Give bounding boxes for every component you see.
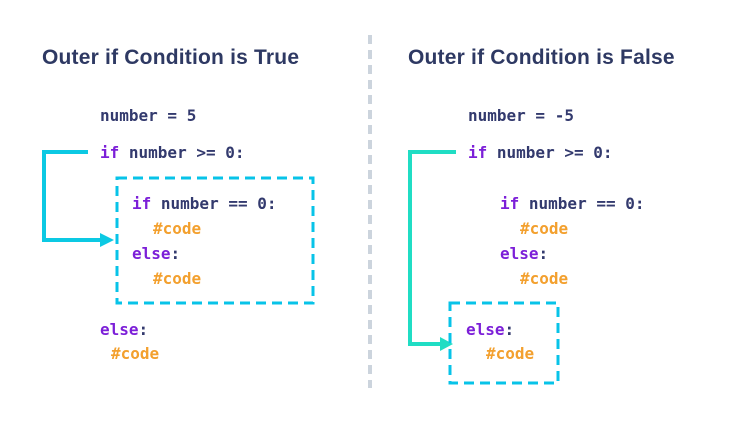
code-line: if number == 0: xyxy=(500,194,645,214)
code-line: else: xyxy=(100,320,148,340)
comment-token: #code xyxy=(153,269,202,288)
flow-arrow-left-head-icon xyxy=(100,233,114,247)
outer-else-highlight-box xyxy=(448,301,560,385)
code-line: #code xyxy=(153,219,201,239)
code-line: if number >= 0: xyxy=(100,143,245,163)
code-line: #code xyxy=(111,344,159,364)
flow-arrow-left-line xyxy=(42,150,100,242)
code-line: #code xyxy=(153,269,201,289)
flow-arrow-right-head-icon xyxy=(440,337,453,351)
keyword-token: else xyxy=(100,320,139,339)
code-token: number = 5 xyxy=(100,106,197,125)
code-line: number = -5 xyxy=(468,106,574,126)
code-token: number == 0: xyxy=(151,194,277,213)
flow-arrow-right-line xyxy=(408,150,456,346)
code-line: else: xyxy=(500,244,548,264)
comment-token: #code xyxy=(111,344,160,363)
code-line: else: xyxy=(132,244,180,264)
code-line: else: xyxy=(466,320,514,340)
code-line: #code xyxy=(520,269,568,289)
code-line: number = 5 xyxy=(100,106,196,126)
keyword-token: else xyxy=(132,244,171,263)
code-token: : xyxy=(170,244,181,263)
panel-title: Outer if Condition is True xyxy=(42,46,300,69)
code-line: if number >= 0: xyxy=(468,143,613,163)
code-token: number = -5 xyxy=(468,106,574,125)
code-token: : xyxy=(538,244,549,263)
keyword-token: if xyxy=(468,143,488,162)
code-line: if number == 0: xyxy=(132,194,277,214)
keyword-token: else xyxy=(500,244,539,263)
keyword-token: if xyxy=(100,143,120,162)
keyword-token: if xyxy=(132,194,152,213)
code-token: : xyxy=(138,320,149,339)
keyword-token: else xyxy=(466,320,505,339)
comment-token: #code xyxy=(520,219,569,238)
code-token: number >= 0: xyxy=(487,143,613,162)
code-token: number == 0: xyxy=(519,194,645,213)
panel-title: Outer if Condition is False xyxy=(408,46,675,69)
code-token: : xyxy=(504,320,515,339)
comment-token: #code xyxy=(520,269,569,288)
comment-token: #code xyxy=(153,219,202,238)
code-line: #code xyxy=(520,219,568,239)
comment-token: #code xyxy=(486,344,535,363)
code-line: #code xyxy=(486,344,534,364)
keyword-token: if xyxy=(500,194,520,213)
code-token: number >= 0: xyxy=(119,143,245,162)
